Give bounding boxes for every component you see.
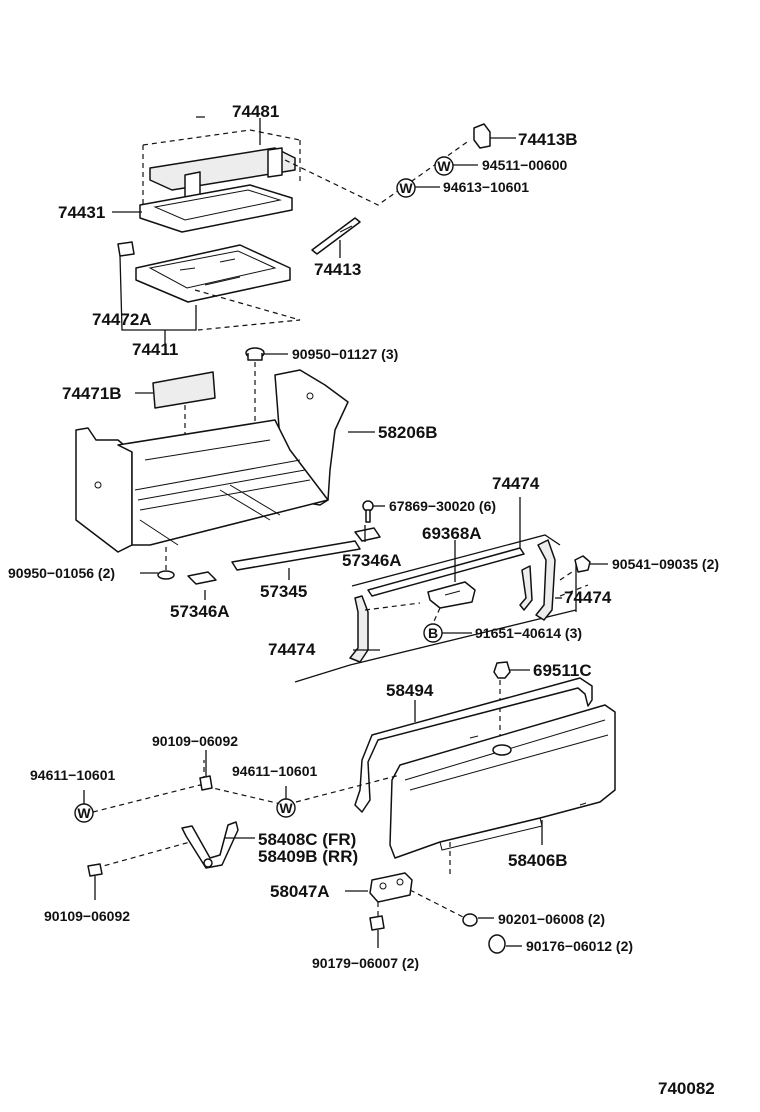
label-67869-30020: 67869−30020 (6) xyxy=(389,498,496,514)
label-94613-10601: 94613−10601 xyxy=(443,179,529,195)
washer-w-mark: W xyxy=(77,805,91,821)
rack-seal-group: B xyxy=(294,497,608,683)
label-57346a-right: 57346A xyxy=(342,551,402,570)
label-74411: 74411 xyxy=(132,340,178,359)
battery-box-group: W W xyxy=(112,116,516,345)
label-90950-01056: 90950−01056 (2) xyxy=(8,565,115,581)
label-58408c: 58408C (FR) xyxy=(258,830,356,849)
label-90176-06012: 90176−06012 (2) xyxy=(526,938,633,954)
label-74474-left: 74474 xyxy=(268,640,316,659)
washer-w-mark: W xyxy=(399,180,413,196)
label-90541-09035: 90541−09035 (2) xyxy=(612,556,719,572)
label-91651-40614: 91651−40614 (3) xyxy=(475,625,582,641)
label-90109-06092-bottom: 90109−06092 xyxy=(44,908,130,924)
label-94611-10601-mid: 94611−10601 xyxy=(232,763,317,779)
label-90109-06092-top: 90109−06092 xyxy=(152,733,238,749)
label-58406b: 58406B xyxy=(508,851,568,870)
label-74431: 74431 xyxy=(58,203,105,222)
washer-b-mark: B xyxy=(428,625,438,641)
part-number-labels: 74481 74413B 94511−00600 94613−10601 744… xyxy=(8,102,719,1098)
label-94611-10601-left: 94611−10601 xyxy=(30,767,115,783)
label-69511c: 69511C xyxy=(533,661,592,680)
label-74413: 74413 xyxy=(314,260,361,279)
label-90179-06007: 90179−06007 (2) xyxy=(312,955,419,971)
label-58494: 58494 xyxy=(386,681,434,700)
label-57345: 57345 xyxy=(260,582,307,601)
label-58047a: 58047A xyxy=(270,882,330,901)
label-58409b: 58409B (RR) xyxy=(258,847,358,866)
label-74474-right: 74474 xyxy=(564,588,612,607)
battery-carrier-group xyxy=(75,347,385,600)
washer-w-mark: W xyxy=(279,800,293,816)
label-58206b: 58206B xyxy=(378,423,438,442)
label-57346a-left: 57346A xyxy=(170,602,230,621)
label-74471b: 74471B xyxy=(62,384,122,403)
label-74481: 74481 xyxy=(232,102,279,121)
label-69368a: 69368A xyxy=(422,524,482,543)
label-90950-01127: 90950−01127 (3) xyxy=(292,346,398,362)
label-94511-00600: 94511−00600 xyxy=(482,157,567,173)
figure-code: 740082 xyxy=(658,1079,715,1098)
washer-w-mark: W xyxy=(437,158,451,174)
label-74474-top: 74474 xyxy=(492,474,540,493)
label-90201-06008: 90201−06008 (2) xyxy=(498,911,605,927)
label-74413b: 74413B xyxy=(518,130,578,149)
label-74472a: 74472A xyxy=(92,310,152,329)
lid-door-group: W W xyxy=(74,661,616,954)
